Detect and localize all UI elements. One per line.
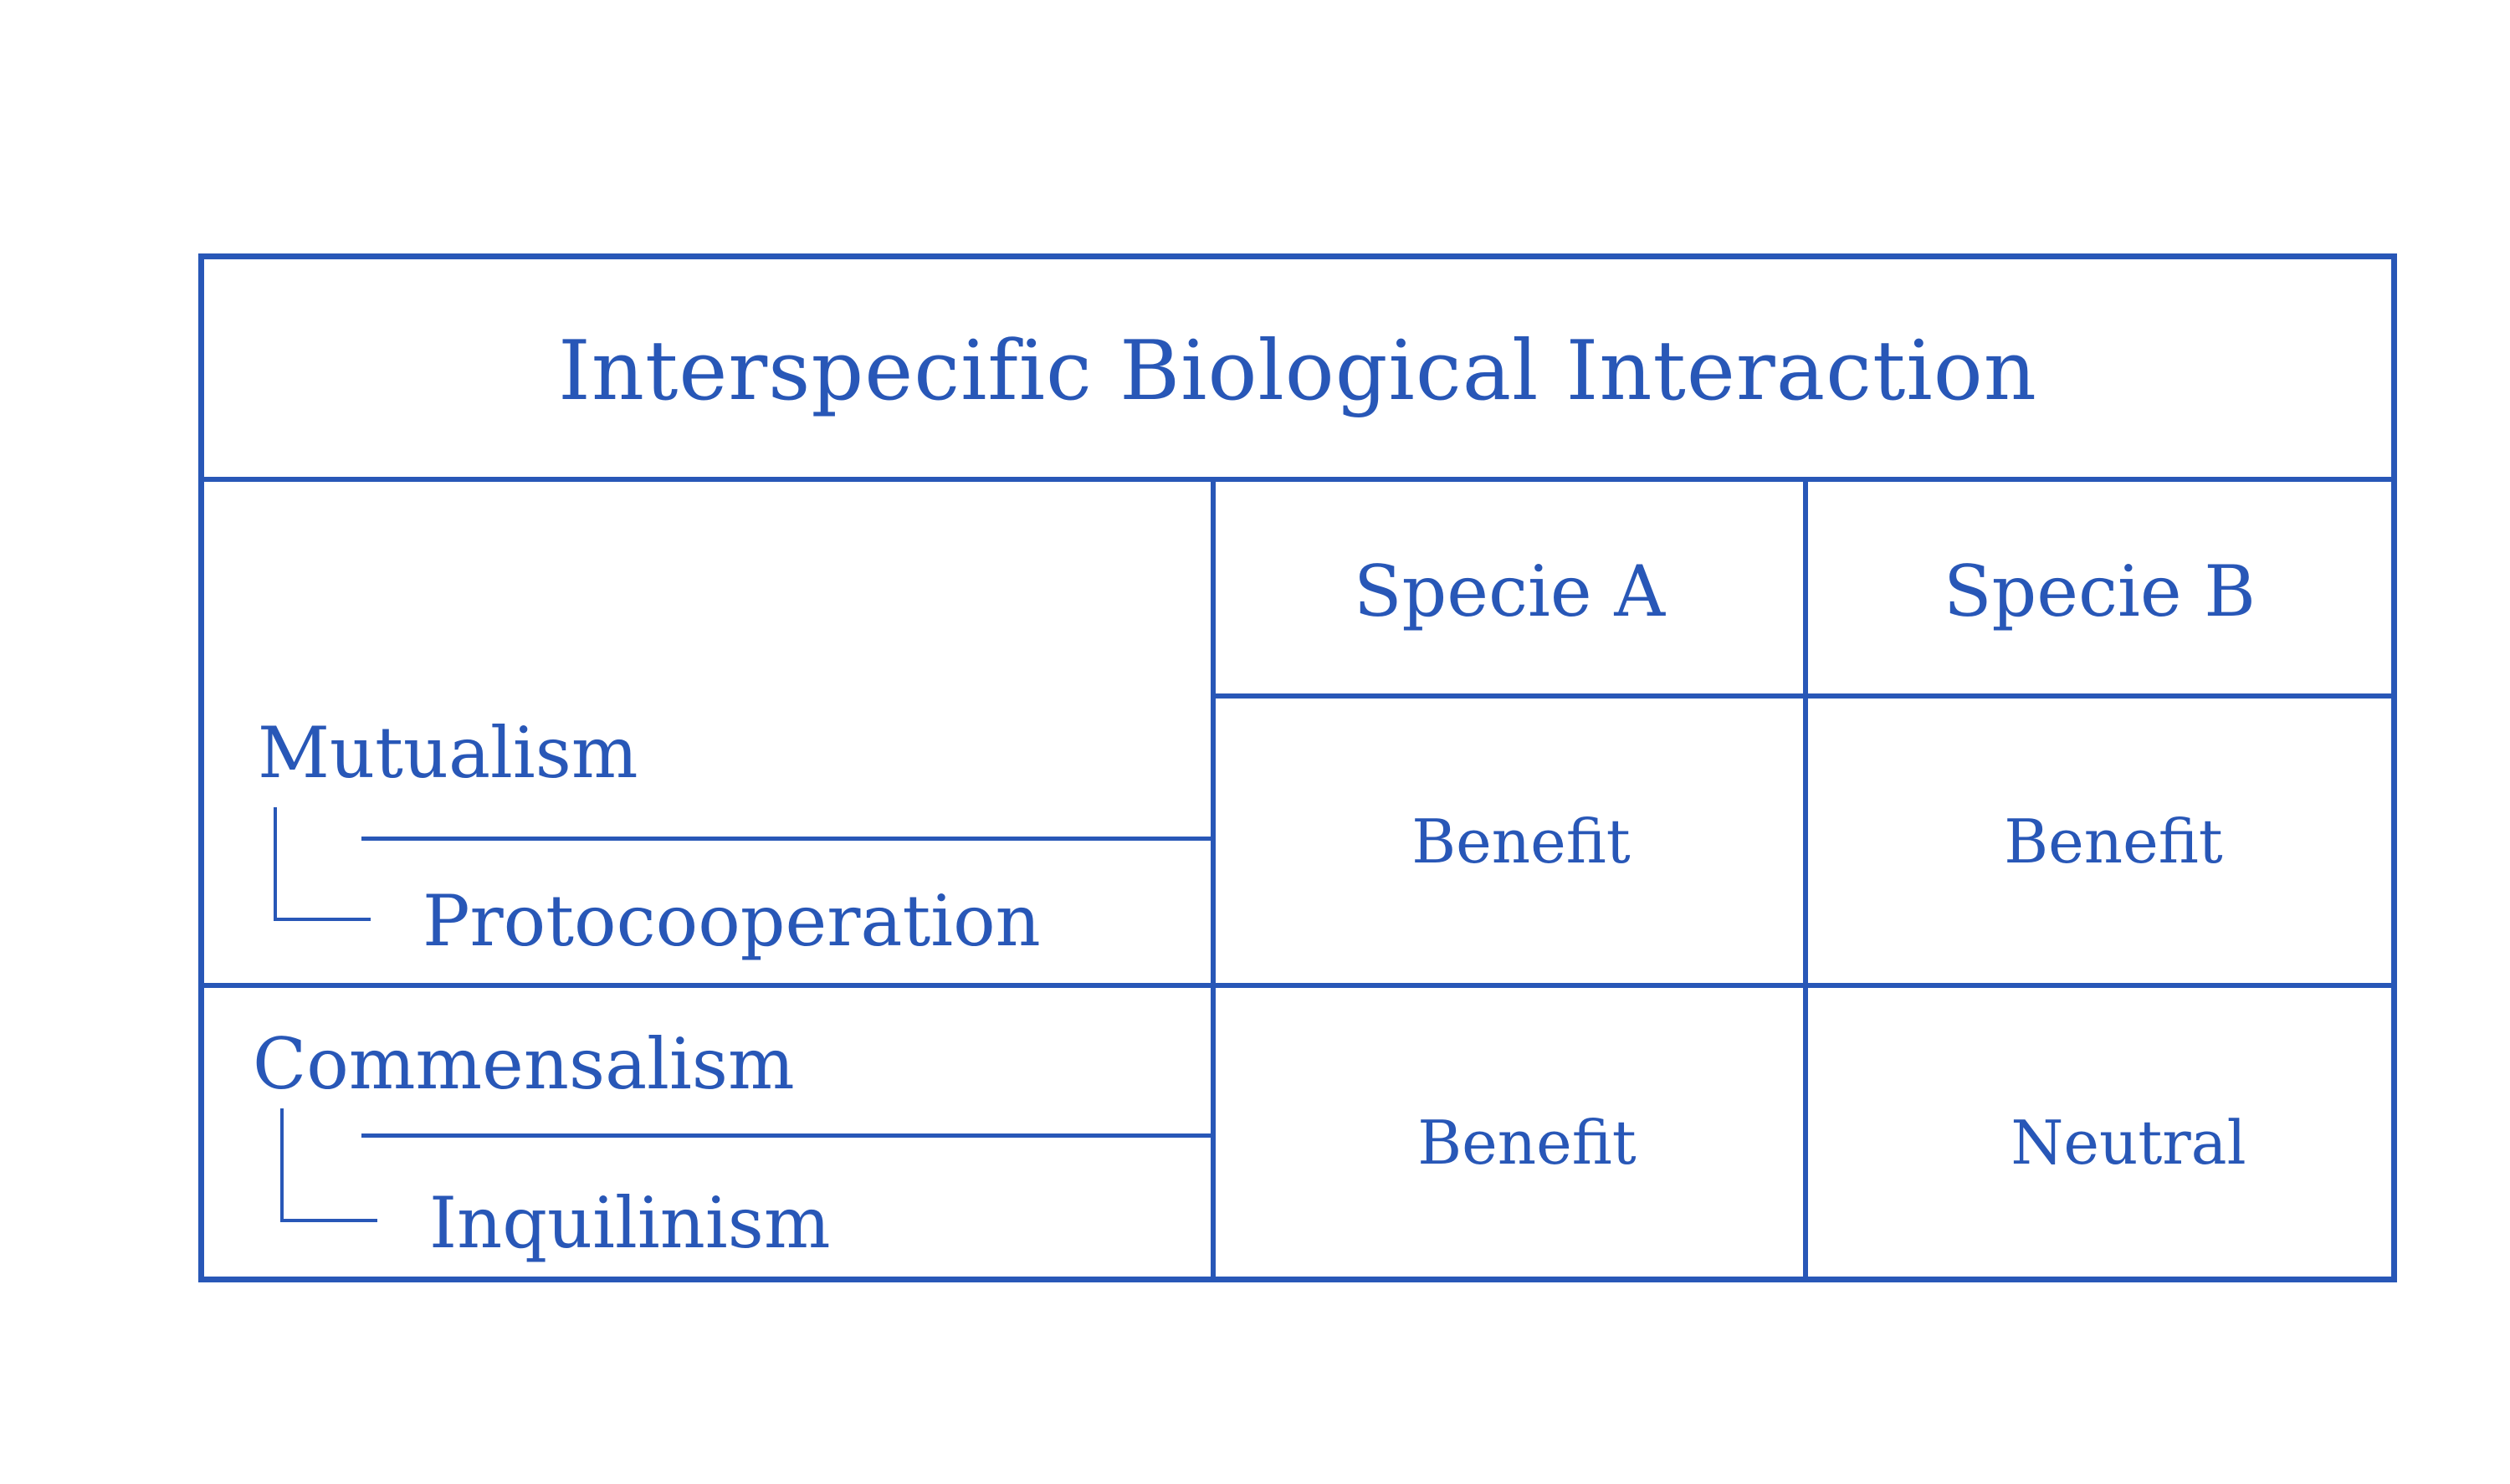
title-divider [204,477,2391,482]
tree-connector-vertical [274,807,277,921]
tree-connector-horizontal [274,918,371,921]
row-inner-line-mutualism [361,837,1211,841]
row-label-mutualism: Mutualism [258,712,638,794]
cell-commensalism-specie-b: Neutral [2011,1108,2246,1178]
column-divider-1 [1211,477,1216,1282]
row-divider [204,983,2391,988]
row-inner-line-commensalism [361,1133,1211,1138]
interaction-table: Interspecific Biological Interaction Spe… [198,253,2397,1282]
cell-commensalism-specie-a: Benefit [1417,1108,1637,1178]
cell-mutualism-specie-b: Benefit [2004,806,2223,877]
header-divider [1211,693,2391,699]
row-label-commensalism: Commensalism [253,1023,795,1105]
table-title: Interspecific Biological Interaction [558,324,2037,419]
column-header-specie-a: Specie A [1353,550,1665,632]
tree-connector-horizontal [280,1219,377,1222]
cell-mutualism-specie-a: Benefit [1411,806,1631,877]
sub-label-protocooperation: Protocooperation [423,880,1041,962]
tree-connector-vertical [280,1108,284,1222]
column-header-specie-b: Specie B [1943,550,2256,632]
sub-label-inquilinism: Inquilinism [429,1182,831,1264]
column-divider-2 [1803,477,1808,1282]
